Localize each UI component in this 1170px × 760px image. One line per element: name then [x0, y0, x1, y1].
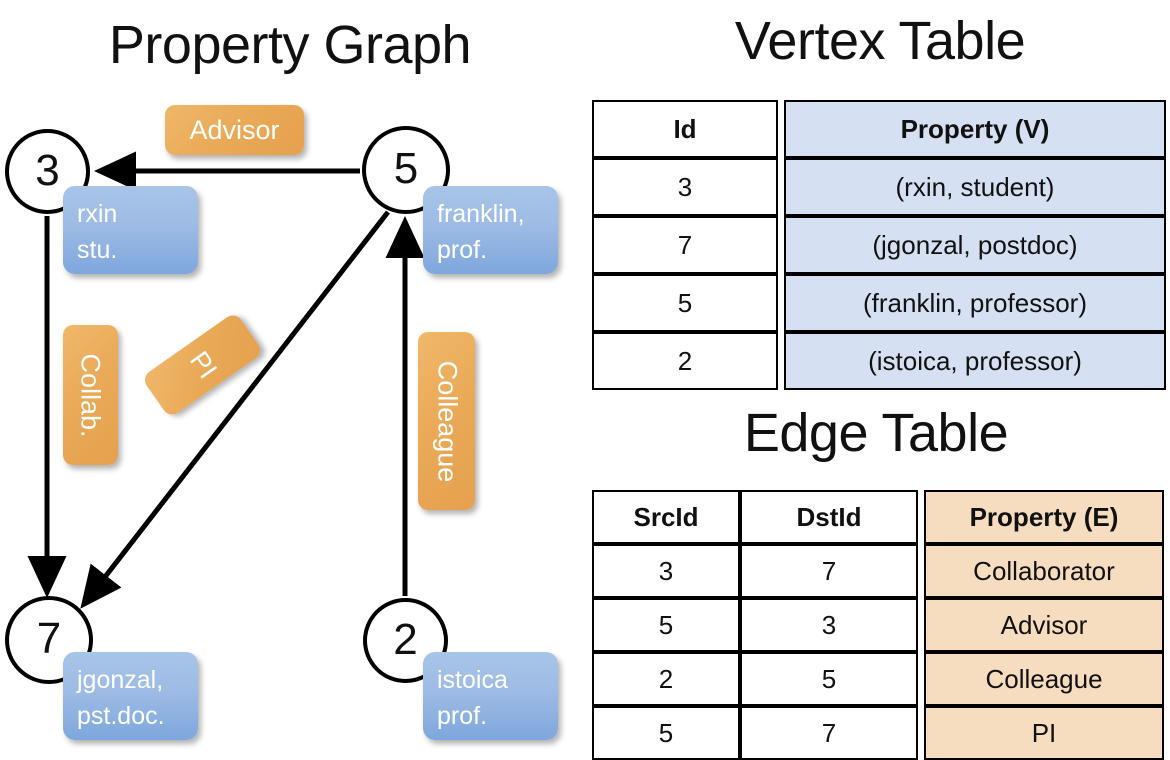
vertex-property-box-franklin: franklin, prof. [423, 186, 558, 274]
edge-row-srcid: 2 [592, 652, 740, 706]
table-row: 5 7 PI [592, 706, 1164, 760]
table-row: 5 3 Advisor [592, 598, 1164, 652]
edge-row-srcid: 3 [592, 544, 740, 598]
edge-row-dstid: 5 [740, 652, 918, 706]
vertex-property-line: prof. [437, 702, 488, 731]
vertex-row-id: 2 [592, 332, 778, 390]
table-row: 7 (jgonzal, postdoc) [592, 216, 1166, 274]
table-row: 2 (istoica, professor) [592, 332, 1166, 390]
vertex-row-id: 3 [592, 158, 778, 216]
vertex-property-line: stu. [77, 236, 118, 265]
edge-table-header-srcid: SrcId [592, 490, 740, 544]
edge-label-colleague-text: Colleague [432, 360, 462, 482]
edge-label-collaborator: Collab. [63, 325, 118, 465]
edge-table-header-row: SrcId DstId Property (E) [592, 490, 1164, 544]
edge-table-header-dstid: DstId [740, 490, 918, 544]
page-title-edge-table: Edge Table [743, 403, 1009, 463]
vertex-row-property: (franklin, professor) [784, 274, 1166, 332]
vertex-property-line: pst.doc. [77, 702, 165, 731]
property-graph-diagram: 3 5 7 2 rxin stu. franklin, prof. jgonza… [5, 105, 558, 740]
vertex-node-2[interactable]: 2 [363, 598, 448, 683]
vertex-node-7-label: 7 [36, 614, 62, 663]
vertex-row-property: (rxin, student) [784, 158, 1166, 216]
edge-table: SrcId DstId Property (E) 3 7 Collaborato… [592, 490, 1164, 760]
edge-5-to-7-pi [80, 210, 390, 609]
vertex-row-property: (istoica, professor) [784, 332, 1166, 390]
vertex-row-id: 5 [592, 274, 778, 332]
edge-label-collaborator-text: Collab. [76, 352, 107, 438]
vertex-node-2-label: 2 [393, 614, 418, 664]
vertex-table: Id Property (V) 3 (rxin, student) 7 (jgo… [592, 100, 1166, 390]
edge-row-srcid: 5 [592, 598, 740, 652]
edge-label-colleague: Colleague [418, 332, 475, 510]
vertex-property-line: istoica [437, 666, 508, 694]
edge-label-advisor: Advisor [165, 105, 304, 155]
vertex-table-header-property: Property (V) [784, 100, 1166, 158]
edge-label-advisor-text: Advisor [189, 114, 280, 145]
vertex-property-line: franklin, [437, 200, 525, 228]
vertex-row-id: 7 [592, 216, 778, 274]
page-title-vertex-table: Vertex Table [734, 11, 1026, 71]
table-row: 3 7 Collaborator [592, 544, 1164, 598]
vertex-table-header-id: Id [592, 100, 778, 158]
vertex-row-property: (jgonzal, postdoc) [784, 216, 1166, 274]
vertex-property-line: prof. [437, 236, 488, 265]
vertex-property-line: rxin [77, 200, 118, 228]
vertex-node-5-label: 5 [393, 144, 419, 193]
edge-row-property: Advisor [924, 598, 1164, 652]
vertex-property-line: jgonzal, [77, 666, 164, 694]
edge-row-property: Collaborator [924, 544, 1164, 598]
page-title-property-graph: Property Graph [108, 15, 472, 75]
table-row: 3 (rxin, student) [592, 158, 1166, 216]
vertex-property-box-istoica: istoica prof. [423, 652, 558, 740]
edge-label-pi-text: PI [183, 345, 223, 384]
table-row: 2 5 Colleague [592, 652, 1164, 706]
vertex-table-header-row: Id Property (V) [592, 100, 1166, 158]
edge-row-property: PI [924, 706, 1164, 760]
edge-row-dstid: 3 [740, 598, 918, 652]
vertex-node-3-label: 3 [35, 145, 60, 195]
edge-table-header-property: Property (E) [924, 490, 1164, 544]
edge-row-dstid: 7 [740, 544, 918, 598]
edge-row-srcid: 5 [592, 706, 740, 760]
vertex-node-5[interactable]: 5 [362, 126, 450, 214]
table-row: 5 (franklin, professor) [592, 274, 1166, 332]
vertex-property-box-rxin: rxin stu. [63, 186, 198, 274]
edge-row-property: Colleague [924, 652, 1164, 706]
edge-row-dstid: 7 [740, 706, 918, 760]
vertex-property-box-jgonzal: jgonzal, pst.doc. [63, 652, 198, 740]
graph-edges-svg [27, 151, 425, 609]
